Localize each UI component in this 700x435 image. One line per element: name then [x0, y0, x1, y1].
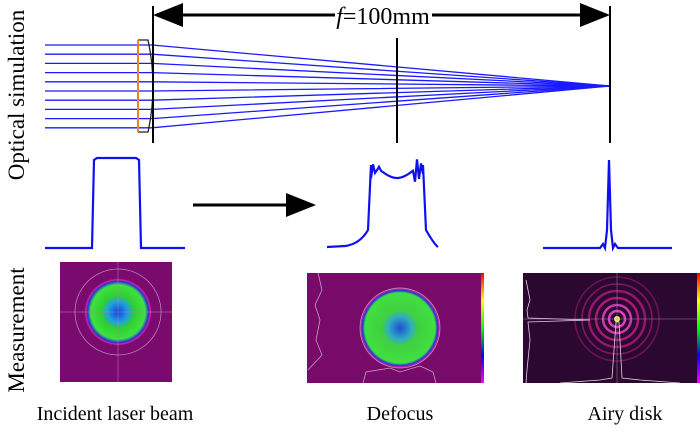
optical-simulation-label: Optical simulation	[4, 9, 29, 180]
airy-disk-caption: Airy disk	[588, 403, 663, 425]
focal-value: =100mm	[343, 4, 430, 30]
airy-disk-measurement-image	[523, 273, 700, 384]
focal-length-label: f=100mm	[336, 4, 430, 30]
airy-disk-profile	[543, 159, 672, 252]
defocus-caption: Defocus	[367, 403, 434, 425]
incident-beam-profile	[45, 156, 185, 250]
measurement-label: Measurement	[4, 267, 29, 393]
focal-symbol: f	[336, 4, 346, 30]
defocus-profile	[326, 159, 439, 249]
incident-beam-caption: Incident laser beam	[37, 403, 194, 425]
ray-bundle	[45, 44, 611, 129]
defocus-measurement-image	[307, 272, 484, 384]
incident-beam-measurement-image	[60, 262, 172, 382]
